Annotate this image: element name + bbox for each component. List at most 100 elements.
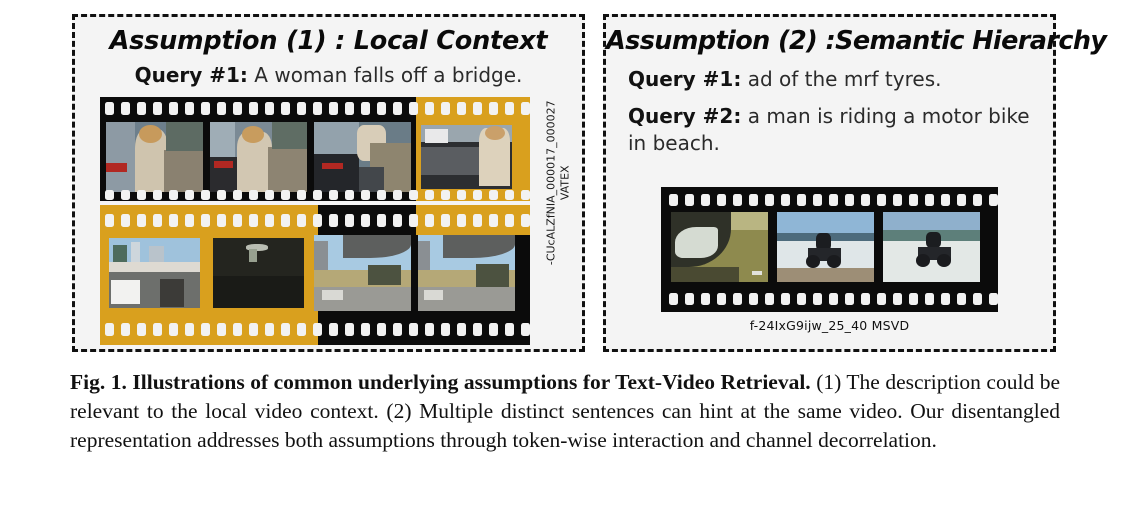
sprocket-hole <box>217 323 226 336</box>
sprocket-hole <box>909 293 918 305</box>
video-frame-highlighted[interactable] <box>418 122 515 192</box>
sprocket-hole <box>893 194 902 206</box>
panel-title-semantic-hierarchy: Assumption (2) :Semantic Hierarchy <box>606 26 1107 56</box>
sprocket-hole <box>457 190 466 200</box>
sprocket-hole <box>989 293 998 305</box>
sprocket-hole <box>425 323 434 336</box>
sprocket-hole <box>797 194 806 206</box>
sprocket-hole <box>521 323 530 336</box>
sprocket-hole <box>201 214 210 227</box>
query-text: A woman falls off a bridge. <box>247 63 523 87</box>
filmstrip-right <box>661 187 998 312</box>
video-frame-highlighted[interactable] <box>210 235 307 311</box>
sprocket-hole <box>169 190 178 200</box>
sprocket-hole <box>297 323 306 336</box>
sprocket-hole <box>669 293 678 305</box>
sprocket-hole <box>249 214 258 227</box>
sprocket-hole <box>329 214 338 227</box>
sprocket-hole <box>121 190 130 200</box>
sprocket-hole <box>781 293 790 305</box>
sprocket-hole <box>393 323 402 336</box>
video-frame[interactable] <box>418 235 515 311</box>
sprocket-hole <box>329 190 338 200</box>
perforation-row-bottom <box>100 189 530 201</box>
sprocket-hole <box>329 102 338 115</box>
sprocket-hole <box>185 323 194 336</box>
sprocket-hole <box>505 102 514 115</box>
filmstrip-caption: f-24IxG9ijw_25_40 MSVD <box>749 318 910 333</box>
sprocket-hole <box>137 323 146 336</box>
sprocket-hole <box>153 214 162 227</box>
video-frame[interactable] <box>314 122 411 192</box>
sprocket-hole <box>153 102 162 115</box>
sprocket-hole <box>281 214 290 227</box>
sprocket-hole <box>717 293 726 305</box>
sprocket-hole <box>425 102 434 115</box>
sprocket-hole <box>265 102 274 115</box>
sprocket-hole <box>925 293 934 305</box>
video-frame[interactable] <box>883 212 980 282</box>
sprocket-hole <box>361 214 370 227</box>
sprocket-hole <box>473 214 482 227</box>
video-frame[interactable] <box>210 122 307 192</box>
video-frame[interactable] <box>314 235 411 311</box>
sprocket-hole <box>345 102 354 115</box>
sprocket-hole <box>297 190 306 200</box>
sprocket-hole <box>201 323 210 336</box>
video-frame-highlighted[interactable] <box>106 235 203 311</box>
sprocket-hole <box>409 190 418 200</box>
sprocket-hole <box>297 214 306 227</box>
sprocket-hole <box>845 194 854 206</box>
video-frame[interactable] <box>106 122 203 192</box>
sprocket-hole <box>265 190 274 200</box>
sprocket-hole <box>121 214 130 227</box>
sprocket-hole <box>781 194 790 206</box>
sprocket-hole <box>457 323 466 336</box>
sprocket-hole <box>409 214 418 227</box>
sprocket-hole <box>185 190 194 200</box>
sprocket-hole <box>313 323 322 336</box>
perforation-row-top <box>100 101 530 116</box>
sprocket-hole <box>473 102 482 115</box>
sprocket-hole <box>153 323 162 336</box>
sprocket-hole <box>733 194 742 206</box>
sprocket-hole <box>169 102 178 115</box>
sprocket-hole <box>505 214 514 227</box>
sprocket-hole <box>249 102 258 115</box>
sprocket-hole <box>505 190 514 200</box>
sprocket-hole <box>105 102 114 115</box>
sprocket-hole <box>409 102 418 115</box>
sprocket-hole <box>393 190 402 200</box>
figure-caption-bold: Fig. 1. Illustrations of common underlyi… <box>70 370 811 394</box>
sprocket-hole <box>201 190 210 200</box>
sprocket-hole <box>345 323 354 336</box>
query-line-right-1: Query #1: ad of the mrf tyres. <box>628 66 1053 93</box>
sprocket-hole <box>217 190 226 200</box>
sprocket-hole <box>233 323 242 336</box>
sprocket-hole <box>233 214 242 227</box>
sprocket-hole <box>137 102 146 115</box>
sprocket-hole <box>217 102 226 115</box>
sprocket-hole <box>813 293 822 305</box>
sprocket-hole <box>441 214 450 227</box>
query-label: Query #1: <box>628 67 742 91</box>
sprocket-hole <box>233 102 242 115</box>
figure-caption-body: (1) The description could be relevant to… <box>70 370 1060 453</box>
sprocket-hole <box>281 323 290 336</box>
sprocket-hole <box>925 194 934 206</box>
sprocket-hole <box>489 102 498 115</box>
sprocket-hole <box>957 194 966 206</box>
sprocket-hole <box>797 293 806 305</box>
sprocket-hole <box>765 194 774 206</box>
perforation-row-bottom <box>100 322 530 337</box>
sprocket-hole <box>441 102 450 115</box>
sprocket-hole <box>377 190 386 200</box>
sprocket-hole <box>489 323 498 336</box>
query-text: a man is riding a motor bike in beach. <box>628 103 1030 155</box>
video-frame[interactable] <box>777 212 874 282</box>
sprocket-hole <box>201 102 210 115</box>
sprocket-hole <box>169 214 178 227</box>
query-label: Query #2: <box>628 103 742 128</box>
video-frame[interactable] <box>671 212 768 282</box>
sprocket-hole <box>957 293 966 305</box>
